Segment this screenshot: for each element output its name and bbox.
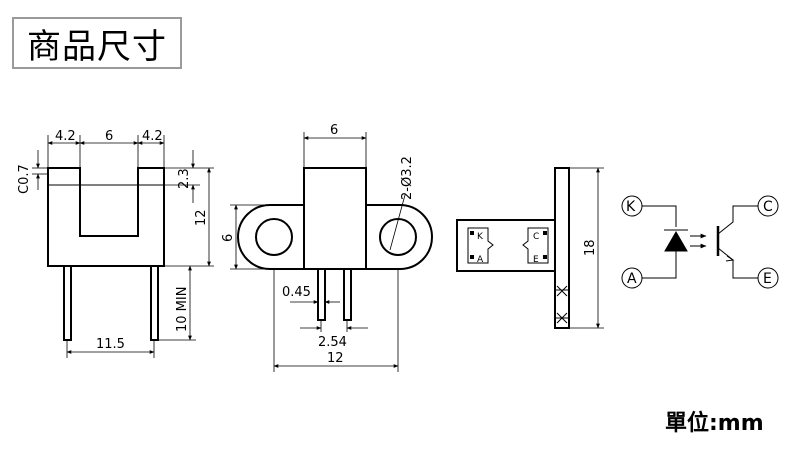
top-view-tab <box>554 167 570 329</box>
emitter-slot <box>467 227 494 264</box>
side-right-hole <box>379 218 417 256</box>
side-view: 6 2-Ø3.2 6 0.45 2.54 12 <box>221 123 433 372</box>
circuit-schematic: K A C E <box>621 195 779 289</box>
top-view: K A C E 18 <box>456 167 604 329</box>
side-left-hole <box>255 218 293 256</box>
dim-top-view-height: 18 <box>583 239 598 256</box>
pin-e-pad <box>543 255 547 259</box>
dim-pin-width: 0.45 <box>282 285 311 300</box>
dim-chamfer: C0.7 <box>17 164 32 194</box>
dim-side-top-width: 6 <box>330 123 338 138</box>
dim-body-height: 12 <box>194 209 209 226</box>
top-pin-k-label: K <box>477 232 484 242</box>
front-body-outline <box>47 167 165 267</box>
dim-lead-length: 10 MIN <box>175 287 190 332</box>
dim-pin-pitch: 2.54 <box>318 335 347 350</box>
schem-pin-a-label: A <box>627 271 637 287</box>
pin-k-pad <box>470 231 474 235</box>
schem-pin-k-label: K <box>626 199 636 215</box>
front-right-lead <box>150 265 159 341</box>
side-right-pin <box>343 268 352 321</box>
schem-pin-c-label: C <box>763 199 773 215</box>
dim-slot-width: 6 <box>105 129 113 144</box>
dim-top-right-width: 4.2 <box>142 129 163 144</box>
dim-lead-spacing: 11.5 <box>96 337 125 352</box>
led-diode-symbol <box>664 231 688 252</box>
schem-pin-e-label: E <box>763 271 772 287</box>
top-pin-a-label: A <box>477 255 484 265</box>
dim-hole: 2-Ø3.2 <box>400 156 415 200</box>
detector-slot <box>522 227 549 264</box>
side-left-pin <box>317 268 326 321</box>
top-pin-e-label: E <box>533 255 539 265</box>
page-title: 商品尺寸 <box>12 17 182 69</box>
top-pin-c-label: C <box>533 232 539 242</box>
dim-flange-height: 6 <box>221 234 236 242</box>
dim-overall-width: 12 <box>327 351 344 366</box>
pin-c-pad <box>543 231 547 235</box>
pin-a-pad <box>470 255 474 259</box>
side-body <box>303 167 367 270</box>
dim-top-height: 2.3 <box>177 168 192 189</box>
unit-label: 單位:mm <box>665 411 764 436</box>
front-view: 4.2 6 4.2 C0.7 2.3 12 10 MIN 11.5 <box>17 129 214 358</box>
front-left-lead <box>63 265 72 341</box>
dim-top-left-width: 4.2 <box>55 129 76 144</box>
